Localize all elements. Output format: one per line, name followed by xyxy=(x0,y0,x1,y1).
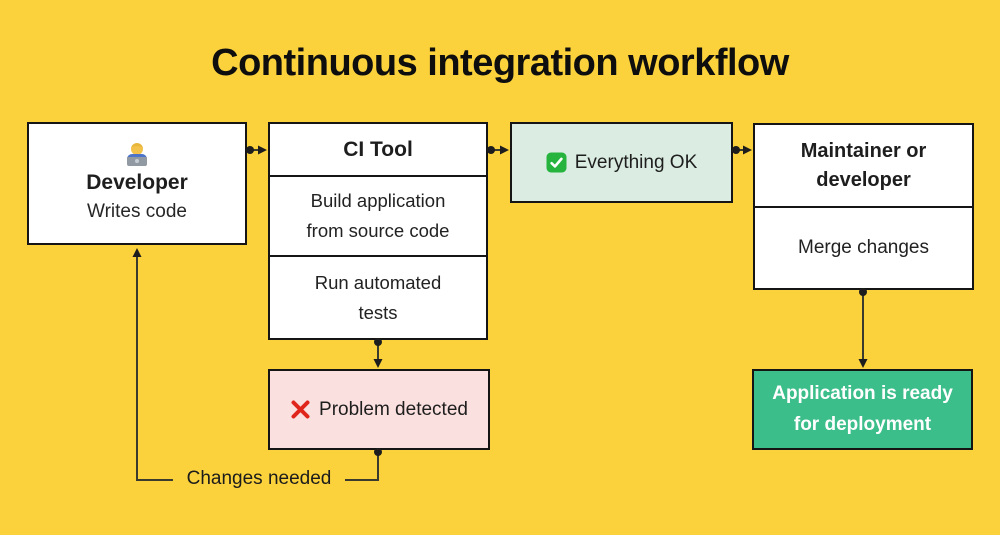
ci-step-build: Build application from source code xyxy=(270,177,486,257)
dot-developer-out xyxy=(246,146,254,154)
maintainer-title-row: Maintainer or developer xyxy=(755,125,972,208)
node-developer: Developer Writes code xyxy=(27,122,247,245)
changes-needed-label: Changes needed xyxy=(186,468,332,489)
ci-tool-title: CI Tool xyxy=(270,124,486,177)
dot-ok-out xyxy=(732,146,740,154)
ci-step-build-label: Build application from source code xyxy=(306,190,450,241)
node-everything-ok: Everything OK xyxy=(510,122,733,203)
developer-subtitle: Writes code xyxy=(87,200,187,222)
ci-step-tests: Run automated tests xyxy=(270,257,486,338)
maintainer-title: Maintainer or developer xyxy=(800,139,927,191)
technologist-emoji-icon xyxy=(124,142,150,167)
maintainer-subtitle: Merge changes xyxy=(798,237,929,258)
problem-detected-label: Problem detected xyxy=(319,398,468,420)
node-problem-detected: Problem detected xyxy=(268,369,490,450)
developer-title: Developer xyxy=(86,170,188,194)
check-mark-button-icon xyxy=(546,152,567,173)
edge-problem-to-label xyxy=(345,452,379,481)
arrowhead-into-deploy xyxy=(858,359,868,368)
arrowhead-into-ci xyxy=(258,145,267,155)
arrowhead-into-ok xyxy=(500,145,509,155)
cross-mark-icon xyxy=(291,400,310,419)
node-ci-tool: CI Tool Build application from source co… xyxy=(268,122,488,340)
arrowhead-into-problem xyxy=(373,359,383,368)
arrowhead-into-developer xyxy=(132,248,142,257)
node-deployment: Application is ready for deployment xyxy=(752,369,973,450)
technologist-laptop xyxy=(127,156,147,166)
dot-ci-out-right xyxy=(487,146,495,154)
edge-label-to-developer xyxy=(136,256,173,481)
ci-step-tests-label: Run automated tests xyxy=(314,271,442,323)
deployment-label: Application is ready for deployment xyxy=(772,383,953,435)
everything-ok-label: Everything OK xyxy=(574,151,698,173)
node-maintainer: Maintainer or developer Merge changes xyxy=(753,123,974,290)
page-title: Continuous integration workflow xyxy=(211,42,789,84)
arrowhead-into-maintainer xyxy=(743,145,752,155)
technologist-head xyxy=(131,142,143,155)
